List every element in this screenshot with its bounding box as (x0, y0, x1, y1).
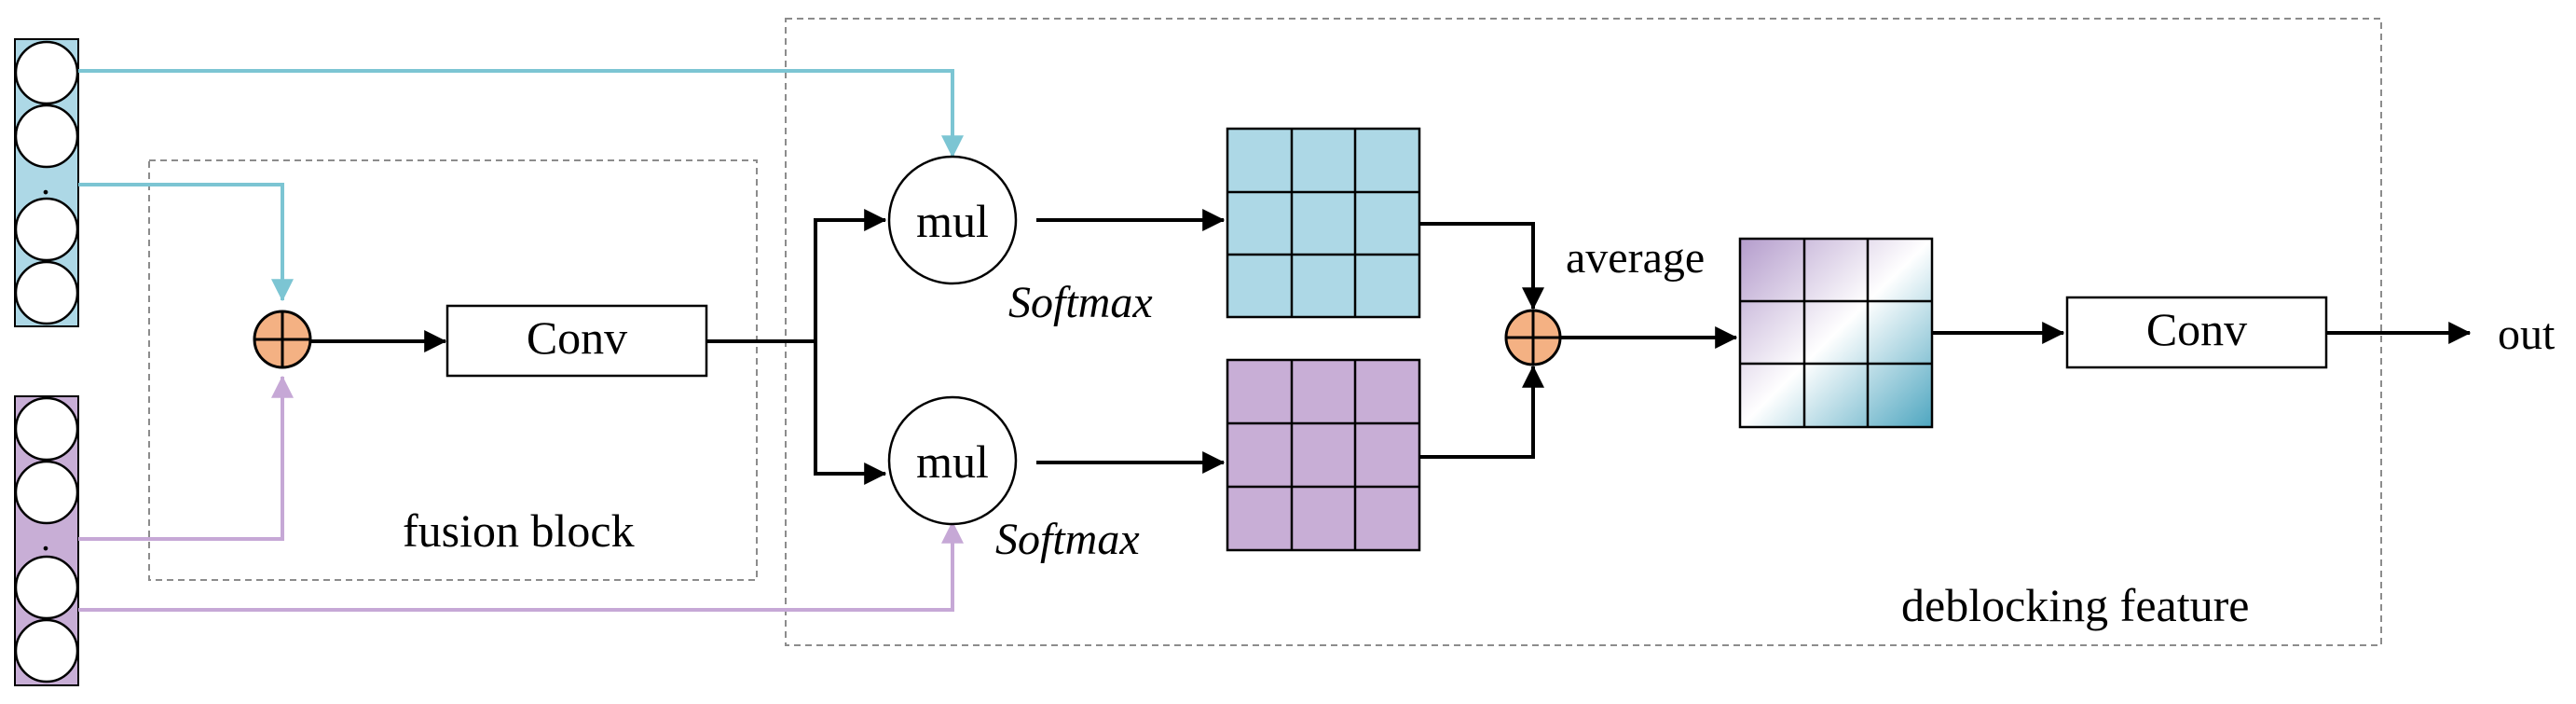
mul-top-label: mul (916, 195, 989, 247)
purple-arrow-to-add (78, 375, 294, 541)
average-label: average (1566, 233, 1705, 283)
purple-attention-grid (1226, 358, 1421, 552)
deblocking-feature-label: deblocking feature (1901, 579, 2249, 631)
purple-vector-ellipsis: . (41, 517, 50, 559)
fusion-block-border (148, 159, 758, 581)
purple-feature-vector (14, 395, 79, 686)
mul-top-node (887, 155, 1018, 285)
mul-bottom-label: mul (916, 435, 989, 488)
mul-bottom-node (887, 395, 1018, 526)
deblocking-feature-border (785, 18, 2382, 646)
blue-attention-grid (1226, 127, 1421, 319)
blue-arrow-to-mul (78, 69, 964, 159)
purple-arrow-to-mul (78, 520, 964, 612)
circle-plus-icon (1504, 309, 1562, 366)
arrow-split-to-mul-bottom (814, 341, 887, 485)
conv-fusion-label: Conv (527, 311, 627, 364)
conv-out-label: Conv (2146, 303, 2247, 355)
conv-fusion-box (445, 304, 708, 378)
out-label: out (2498, 310, 2555, 359)
conv-out-box (2065, 296, 2328, 369)
softmax-top-label: Softmax (1008, 278, 1153, 327)
blue-vector-ellipsis: . (41, 160, 50, 202)
arrow-blue-grid-to-add (1419, 222, 1544, 311)
arrow-split-to-mul-top (814, 209, 887, 341)
blue-feature-vector (14, 38, 79, 327)
circle-plus-icon (253, 310, 312, 369)
fusion-block-label: fusion block (403, 504, 635, 557)
blue-arrow-to-add (78, 183, 294, 302)
average-attention-grid (1738, 237, 1934, 429)
softmax-bottom-label: Softmax (995, 515, 1140, 564)
arrow-purple-grid-to-add (1419, 365, 1544, 459)
